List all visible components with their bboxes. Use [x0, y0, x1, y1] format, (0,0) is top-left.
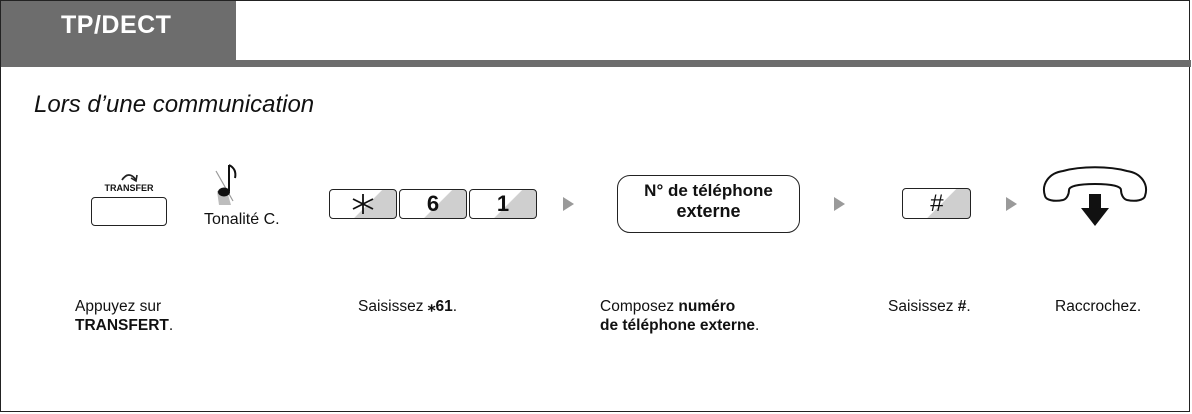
caption-external-number: Composez numéro de téléphone externe.	[600, 297, 759, 335]
external-number-line1: N° de téléphone	[644, 181, 773, 200]
caption-hash-prefix: Saisissez	[888, 298, 958, 315]
key-hash[interactable]: #	[902, 188, 971, 219]
caption-transfer-suffix: .	[168, 317, 174, 334]
music-note-icon	[215, 164, 237, 205]
caption-ext-suffix: .	[755, 317, 760, 334]
arrow-icon	[563, 197, 574, 211]
caption-hash-suffix: .	[966, 298, 971, 315]
caption-feature-code: Saisissez ⁎61.	[358, 297, 457, 316]
caption-ext-prefix: Composez	[600, 298, 679, 315]
caption-hash: Saisissez #.	[888, 297, 971, 316]
hang-up-handset-icon	[1043, 166, 1147, 226]
caption-feature-prefix: Saisissez	[358, 298, 428, 315]
key-1[interactable]: 1	[469, 189, 537, 219]
caption-hangup: Raccrochez.	[1055, 298, 1142, 315]
transfer-button[interactable]: TRANSFER	[89, 169, 169, 233]
header-rule	[1, 60, 1191, 67]
caption-ext-bold2: de téléphone externe	[600, 317, 756, 334]
caption-hash-bold: #	[957, 298, 967, 315]
transfer-arrow-icon	[121, 174, 138, 183]
transfer-key	[91, 197, 167, 226]
page-subtitle: Lors d’une communication	[34, 91, 315, 118]
caption-ext-bold1: numéro	[678, 298, 736, 315]
caption-transfer: Appuyez sur TRANSFERT.	[75, 297, 173, 335]
arrow-icon	[1006, 197, 1017, 211]
key-star[interactable]	[329, 189, 397, 219]
star-icon	[352, 194, 374, 214]
header-tab: TP/DECT	[1, 1, 236, 60]
tab-label: TP/DECT	[61, 11, 172, 39]
caption-transfer-bold: TRANSFERT	[75, 317, 169, 334]
caption-feature-suffix: .	[452, 298, 458, 315]
key-6[interactable]: 6	[399, 189, 467, 219]
arrow-icon	[834, 197, 845, 211]
caption-transfer-line1: Appuyez sur	[75, 298, 162, 315]
transfer-button-text: TRANSFER	[104, 183, 154, 193]
tone-label: Tonalité C.	[204, 211, 280, 228]
external-number-line2: externe	[676, 201, 741, 221]
external-number-box: N° de téléphone externe	[617, 175, 800, 233]
caption-feature-code-bold: ⁎61	[427, 298, 453, 315]
